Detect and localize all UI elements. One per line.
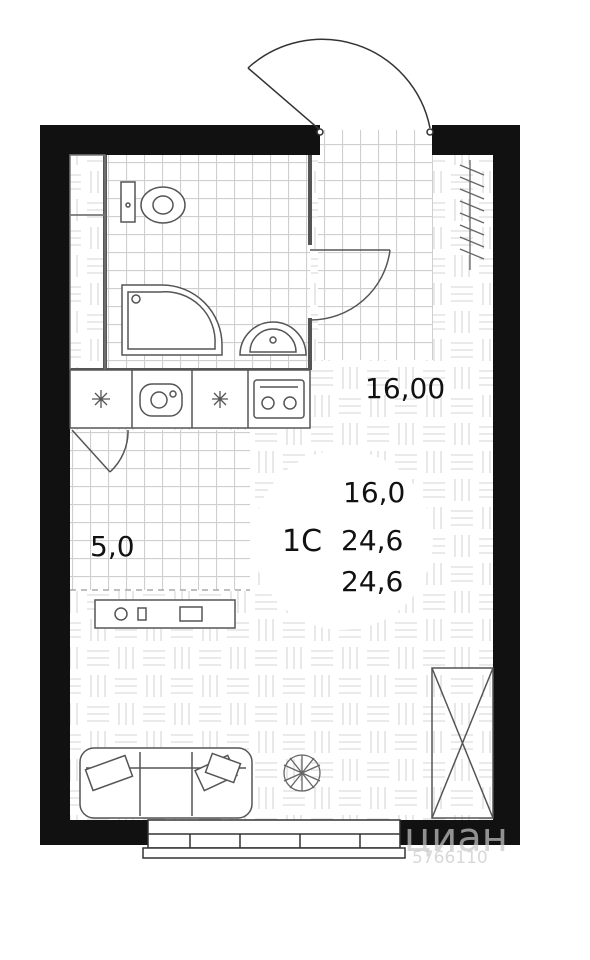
sink — [139, 383, 183, 417]
kitchen-area-label: 5,0 — [90, 530, 135, 563]
badge-value-third: 24,6 — [341, 565, 404, 598]
fridge-icon — [92, 390, 110, 408]
apartment-type-label: 1С — [282, 524, 323, 559]
watermark-brand: циан — [404, 815, 508, 861]
exterior-walls — [40, 125, 520, 845]
badge-value-total: 24,6 — [341, 524, 404, 557]
hall-floor — [318, 130, 433, 360]
kitchen-floor — [70, 430, 250, 590]
dishwasher-icon — [212, 391, 228, 408]
shower — [121, 284, 223, 356]
entrance-door — [247, 38, 434, 136]
console-table — [94, 599, 236, 629]
plant-icon — [283, 754, 321, 792]
sofa — [79, 747, 253, 819]
badge-value-living: 16,0 — [343, 476, 406, 509]
window — [142, 819, 406, 859]
area-badge — [253, 450, 433, 630]
washbasin — [239, 321, 307, 356]
room-area-label: 16,00 — [365, 372, 446, 405]
bathroom-door — [309, 249, 391, 321]
cooktop — [253, 379, 305, 419]
toilet — [120, 181, 186, 224]
watermark-listing-id: 5766110 — [412, 848, 488, 868]
wardrobe-box — [431, 667, 494, 819]
kitchen-door — [71, 429, 129, 473]
radiator — [459, 160, 485, 270]
